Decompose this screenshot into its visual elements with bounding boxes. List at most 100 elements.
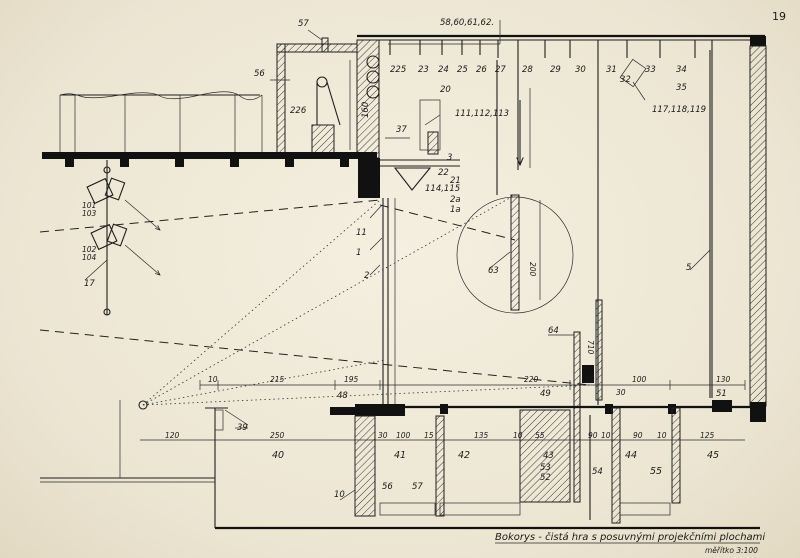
dim-10c: 10 xyxy=(601,431,611,440)
label-2a: 2a xyxy=(450,195,461,205)
label-102: 102 xyxy=(82,245,97,254)
label-33: 33 xyxy=(645,65,656,75)
label-114-115: 114,115 xyxy=(425,184,460,194)
dim-100b: 100 xyxy=(396,431,411,440)
substage xyxy=(40,407,760,530)
pulley-block xyxy=(311,55,380,154)
dim-15: 15 xyxy=(424,431,434,440)
dim-195: 195 xyxy=(344,375,359,384)
dim-135: 135 xyxy=(474,431,489,440)
label-111-113: 111,112,113 xyxy=(455,109,509,119)
label-29: 29 xyxy=(550,65,561,75)
label-35: 35 xyxy=(676,83,687,93)
label-103: 103 xyxy=(82,209,97,218)
label-117-119: 117,118,119 xyxy=(652,105,706,115)
dim-100a: 100 xyxy=(632,375,647,384)
dim-125: 125 xyxy=(700,431,715,440)
fly-lines xyxy=(389,40,713,405)
label-28: 28 xyxy=(522,65,533,75)
label-57b: 57 xyxy=(412,482,423,492)
dimension-labels: 10 215 195 220 30 30 100 130 120 250 30 … xyxy=(165,375,731,440)
dim-215: 215 xyxy=(270,375,285,384)
label-21: 21 xyxy=(450,176,461,186)
drawing-scale: měřítko 3:100 xyxy=(705,546,758,555)
label-26: 26 xyxy=(476,65,487,75)
label-57: 57 xyxy=(298,19,309,29)
dim-120: 120 xyxy=(165,431,180,440)
label-10: 10 xyxy=(334,490,345,500)
label-40: 40 xyxy=(272,450,284,461)
label-55: 55 xyxy=(650,466,662,477)
dim-10: 10 xyxy=(208,375,218,384)
leader-lines xyxy=(84,20,711,501)
label-1a: 1a xyxy=(450,205,461,215)
dim-55: 55 xyxy=(535,431,545,440)
dim-90: 90 xyxy=(588,431,598,440)
label-51: 51 xyxy=(716,389,727,399)
side-walls xyxy=(354,50,711,510)
roof-structure xyxy=(276,34,767,422)
fly-gallery xyxy=(42,91,380,198)
label-64: 64 xyxy=(548,326,559,336)
dim-220: 220 xyxy=(524,375,539,384)
page-number: 19 xyxy=(772,10,786,23)
label-54: 54 xyxy=(592,467,603,477)
label-30: 30 xyxy=(575,65,586,75)
dim-130: 130 xyxy=(716,375,731,384)
dim-250: 250 xyxy=(270,431,285,440)
label-44: 44 xyxy=(625,450,637,461)
label-56b: 56 xyxy=(382,482,393,492)
label-49: 49 xyxy=(540,389,551,399)
label-41: 41 xyxy=(394,450,406,461)
label-45: 45 xyxy=(707,450,719,461)
label-1: 1 xyxy=(356,248,361,258)
label-31: 31 xyxy=(606,65,617,75)
label-48: 48 xyxy=(337,391,348,401)
label-34: 34 xyxy=(676,65,687,75)
label-24: 24 xyxy=(438,65,449,75)
label-27: 27 xyxy=(495,65,506,75)
label-32: 32 xyxy=(620,75,631,85)
dim-90b: 90 xyxy=(633,431,643,440)
label-22: 22 xyxy=(438,168,449,178)
sliding-screen xyxy=(573,299,603,503)
label-104: 104 xyxy=(82,253,97,262)
label-5: 5 xyxy=(686,263,691,273)
label-11: 11 xyxy=(356,228,367,238)
label-42: 42 xyxy=(458,450,470,461)
part-labels: 57 58,60,61,62. 56 225 23 24 25 26 27 28… xyxy=(82,18,727,500)
projector-rig xyxy=(86,160,160,316)
label-52: 52 xyxy=(540,473,551,483)
label-58-62: 58,60,61,62. xyxy=(440,18,494,28)
label-20: 20 xyxy=(440,85,451,95)
dim-10d: 10 xyxy=(657,431,667,440)
dim-30a: 30 xyxy=(585,375,595,384)
label-17: 17 xyxy=(84,279,95,289)
label-53: 53 xyxy=(540,463,551,473)
label-63: 63 xyxy=(488,266,499,276)
label-225: 225 xyxy=(390,65,406,75)
drawing-title: Bokorys - čistá hra s posuvnými projekčn… xyxy=(495,531,765,543)
proscenium xyxy=(380,99,460,404)
revolving-screen xyxy=(456,100,574,314)
dimension-lines xyxy=(119,88,746,478)
label-23: 23 xyxy=(418,65,429,75)
label-101: 101 xyxy=(82,201,96,210)
label-710: 710 xyxy=(586,340,595,355)
dim-30c: 30 xyxy=(378,431,388,440)
label-226: 226 xyxy=(290,106,307,116)
label-200: 200 xyxy=(528,262,537,277)
projection-rays xyxy=(39,194,591,410)
caption: 19 Bokorys - čistá hra s posuvnými proje… xyxy=(495,10,786,555)
label-43: 43 xyxy=(543,451,554,461)
label-25: 25 xyxy=(457,65,468,75)
label-39: 39 xyxy=(237,423,248,433)
label-160: 160 xyxy=(361,102,371,118)
label-37: 37 xyxy=(396,125,407,135)
label-3: 3 xyxy=(447,153,452,163)
dim-10b: 10 xyxy=(513,431,523,440)
label-2: 2 xyxy=(364,271,369,281)
dim-30b: 30 xyxy=(616,388,626,397)
